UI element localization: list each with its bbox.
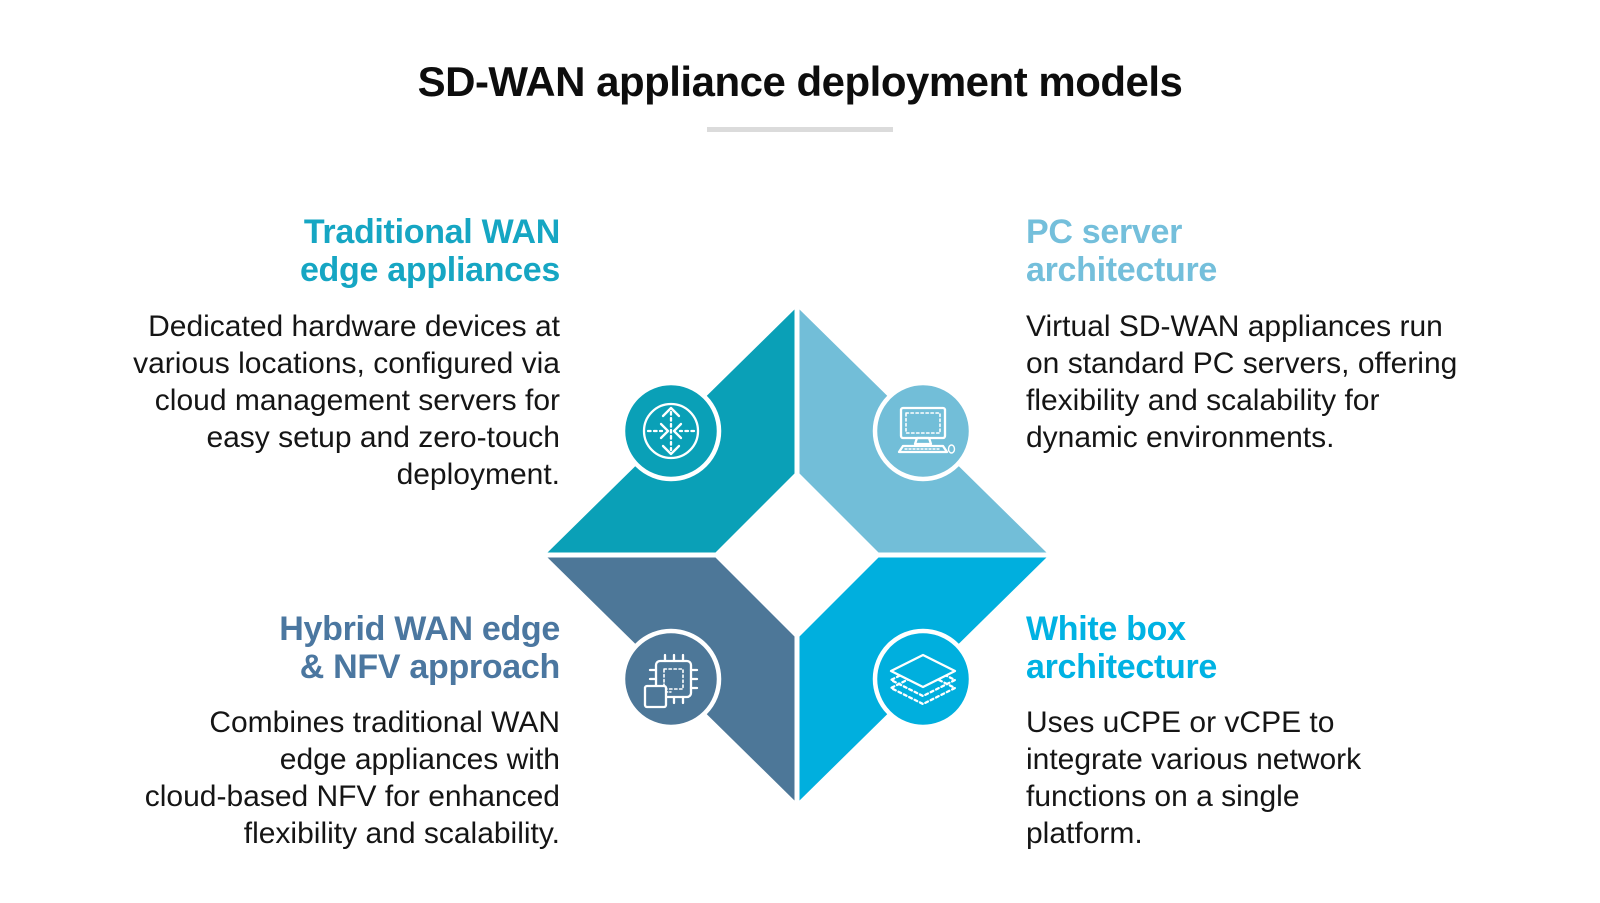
hybrid-wan-heading: Hybrid WAN edge & NFV approach xyxy=(279,610,560,686)
layers-icon xyxy=(889,653,957,706)
traditional-wan-description: Dedicated hardware devices at various lo… xyxy=(133,310,560,491)
pc-server-badge xyxy=(872,380,974,482)
center-diamond-cutout xyxy=(713,471,881,639)
chip-icon xyxy=(643,653,699,709)
pc-server-description: Virtual SD-WAN appliances run on standar… xyxy=(1026,310,1458,454)
hybrid-wan-description: Combines traditional WAN edge appliances… xyxy=(144,706,560,850)
white-box-heading: White box architecture xyxy=(1026,610,1218,686)
traditional-wan-heading: Traditional WAN edge appliances xyxy=(299,213,560,289)
title-divider xyxy=(707,127,893,132)
page-title: SD-WAN appliance deployment models xyxy=(417,58,1183,105)
router-icon xyxy=(642,402,700,460)
pc-server-heading: PC server architecture xyxy=(1026,213,1218,289)
desktop-computer-icon xyxy=(897,406,956,454)
hybrid-wan-badge xyxy=(620,628,722,730)
white-box-description: Uses uCPE or vCPE to integrate various n… xyxy=(1026,706,1362,850)
